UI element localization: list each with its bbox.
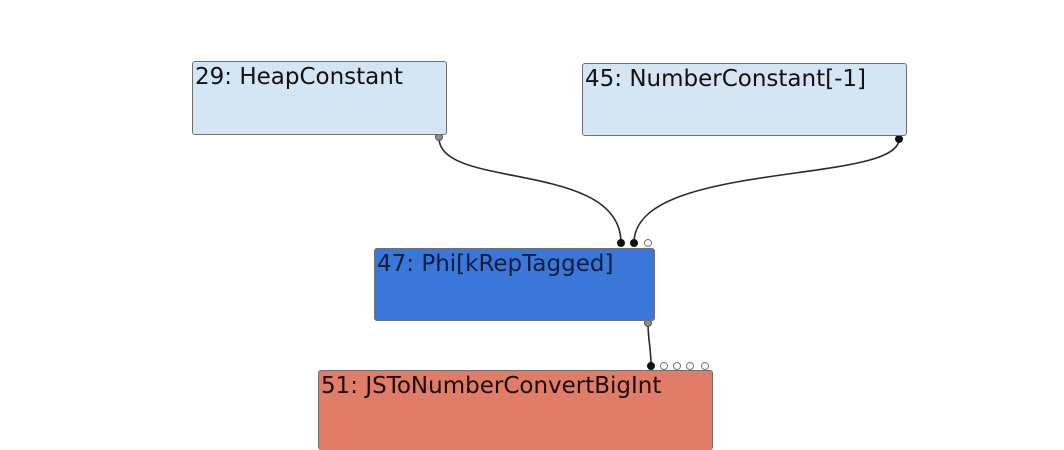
input-port-51-4[interactable] [701,362,709,370]
edge-phi-to-tonumber [647,322,652,366]
input-port-47-2[interactable] [644,239,652,247]
node-number-constant[interactable]: 45: NumberConstant[-1] [582,63,907,136]
edge-heapconstant-to-phi [438,137,622,244]
node-js-to-number-convert-bigint[interactable]: 51: JSToNumberConvertBigInt [318,370,713,450]
input-port-51-1[interactable] [660,362,668,370]
input-port-51-0[interactable] [647,362,655,370]
input-port-47-1[interactable] [630,239,638,247]
output-port-45[interactable] [895,135,903,143]
edge-numberconstant-to-phi [633,138,900,244]
node-label: 29: HeapConstant [195,64,403,90]
input-port-47-0[interactable] [617,239,625,247]
node-label: 45: NumberConstant[-1] [585,66,866,92]
node-label: 47: Phi[kRepTagged] [377,251,614,277]
input-port-51-3[interactable] [686,362,694,370]
node-label: 51: JSToNumberConvertBigInt [321,373,662,399]
node-phi[interactable]: 47: Phi[kRepTagged] [374,248,655,321]
input-port-51-2[interactable] [673,362,681,370]
node-heap-constant[interactable]: 29: HeapConstant [192,61,447,135]
edge-layer [435,133,903,370]
